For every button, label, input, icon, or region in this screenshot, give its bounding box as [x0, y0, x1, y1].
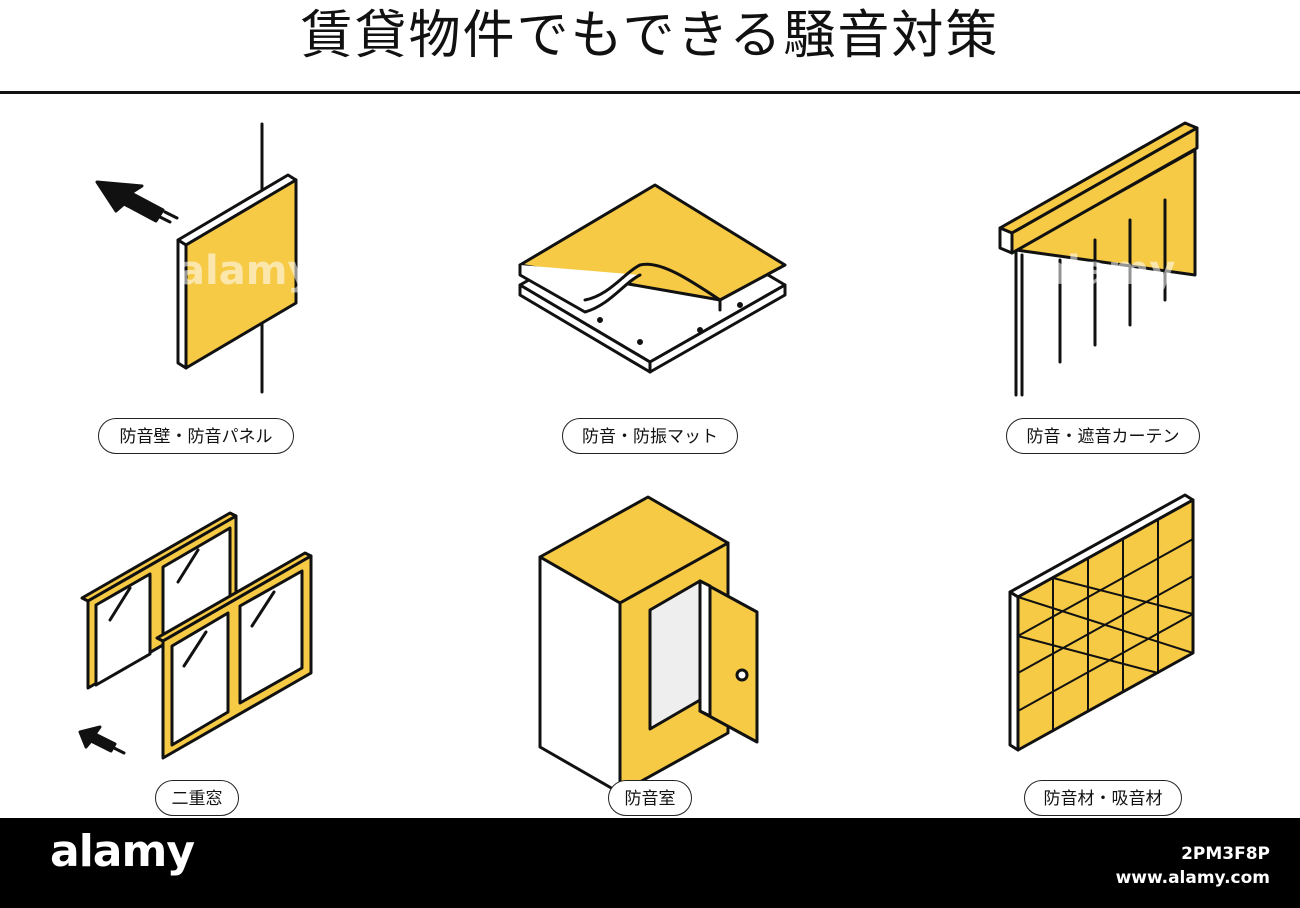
double-window-icon — [78, 511, 313, 760]
label-soundproof-curtain: 防音・遮音カーテン — [1006, 418, 1200, 454]
page-title: 賃貸物件でもできる騒音対策 — [300, 6, 1000, 66]
sound-absorbing-material-icon — [1008, 493, 1195, 752]
stock-photo-footer: alamy 2PM3F8P www.alamy.com — [0, 818, 1300, 908]
soundproof-wall-panel-icon — [95, 122, 298, 394]
label-double-window: 二重窓 — [155, 780, 239, 816]
soundproof-curtain-icon — [998, 121, 1199, 397]
soundproof-room-icon — [538, 495, 759, 795]
footer-info: 2PM3F8P www.alamy.com — [1116, 842, 1270, 890]
label-sound-absorbing-material: 防音材・吸音材 — [1024, 780, 1182, 816]
image-id: 2PM3F8P — [1181, 844, 1270, 864]
title-divider — [0, 91, 1300, 94]
label-soundproof-room: 防音室 — [608, 780, 692, 816]
label-soundproof-wall-panel: 防音壁・防音パネル — [98, 418, 294, 454]
site-url: www.alamy.com — [1115, 868, 1270, 888]
soundproof-mat-icon — [518, 183, 787, 374]
alamy-logo: alamy — [50, 826, 195, 877]
illustration-canvas — [78, 121, 1199, 795]
label-soundproof-mat: 防音・防振マット — [562, 418, 738, 454]
